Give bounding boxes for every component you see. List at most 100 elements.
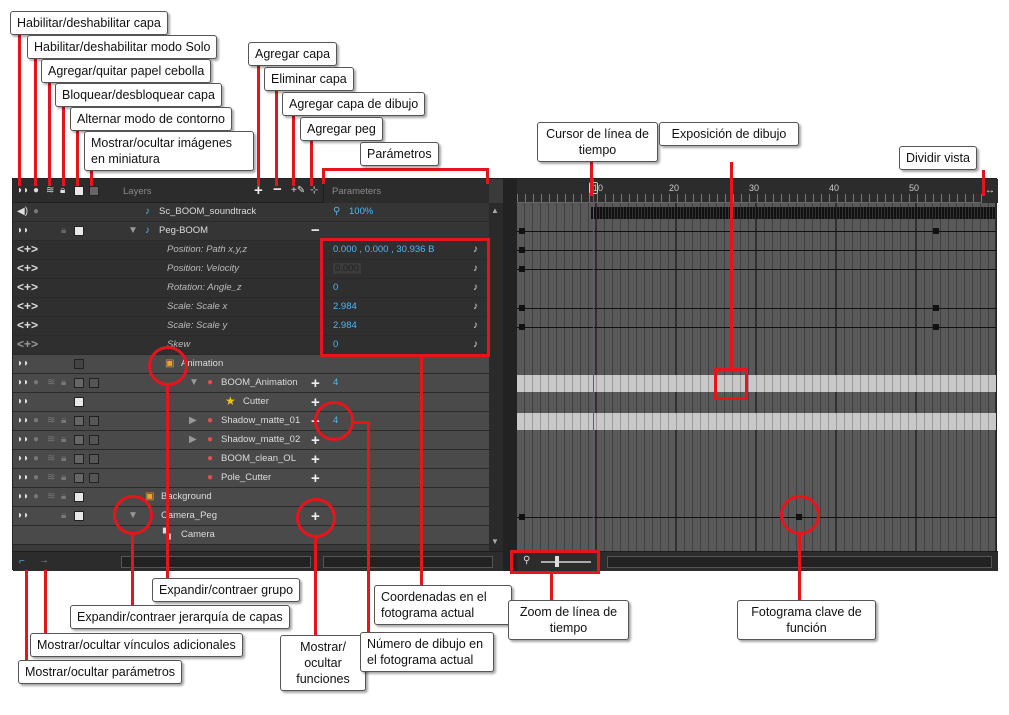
drawing-exposure-bar[interactable] [517,413,996,430]
enable-layer-toggle-icon[interactable]: ◗◗ [17,185,30,196]
layer-row-animation-group[interactable]: ◗◗ ▣ Animation [13,355,489,374]
lock-icon[interactable]: 🔒︎ [61,510,67,521]
lock-icon[interactable]: 🔒︎ [61,453,67,464]
outline-toggle[interactable] [74,511,84,521]
scroll-up-arrow[interactable]: ▲ [491,206,499,215]
zoom-slider-thumb[interactable] [555,556,559,567]
arrows-icon[interactable]: <+> [17,280,39,294]
param-row-rotation[interactable]: <+> Rotation: Angle_z 0 ♪ [13,279,489,298]
keyframe[interactable] [933,228,939,234]
keyframe[interactable] [519,247,525,253]
hide-functions-button[interactable]: − [311,222,320,239]
enable-icon[interactable]: ◗◗ [17,358,30,369]
layer-row-camera-peg[interactable]: ◗◗ 🔒︎ ▼ Camera_Peg + [13,507,489,526]
arrows-icon[interactable]: <+> [17,299,39,313]
layers-scrollbar[interactable]: ▲ ▼ [489,203,503,551]
onion-skin-icon[interactable]: ≋ [47,415,56,426]
param-row-skew[interactable]: <+> Skew 0 ♪ [13,336,489,355]
lock-icon[interactable]: 🔒︎ [61,434,67,445]
layer-row-boom-animation[interactable]: ◗◗ ● ≋ 🔒︎ ▼ ● BOOM_Animation + 4 [13,374,489,393]
solo-dot-icon[interactable]: ● [33,491,40,502]
thumbnail-toggle[interactable] [89,378,99,388]
keyframe[interactable] [519,514,525,520]
lock-icon[interactable]: 🔒︎ [61,415,67,426]
keyframe[interactable] [933,324,939,330]
thumbnail-toggle[interactable] [89,416,99,426]
expand-hierarchy-icon[interactable]: ▼ [128,225,138,236]
show-functions-button[interactable]: + [311,470,320,487]
onion-skin-icon[interactable]: ≋ [47,434,56,445]
keyframe[interactable] [519,266,525,272]
solo-dot-icon[interactable]: ● [33,434,40,445]
param-value[interactable]: 0 [333,339,339,350]
param-row-velocity[interactable]: <+> Position: Velocity 0.000 ♪ [13,260,489,279]
enable-icon[interactable]: ◗◗ [17,434,30,445]
lock-icon[interactable]: 🔒︎ [61,491,67,502]
lock-icon[interactable]: 🔒︎ [60,185,66,196]
param-value[interactable]: 2.984 [333,320,357,331]
extra-links-icon[interactable]: → [39,555,49,566]
layer-row-background[interactable]: ◗◗ ● ≋ 🔒︎ ▣ Background [13,488,489,507]
layer-row-soundtrack[interactable]: ◀) ● ♪ Sc_BOOM_soundtrack ⚲ 100% [13,203,489,222]
add-drawing-layer-button[interactable]: +✎ [291,185,306,196]
zoom-slider-track[interactable] [541,561,591,563]
show-params-icon[interactable]: ⌐ [19,556,25,567]
outline-toggle[interactable] [74,492,84,502]
split-view-button[interactable]: ↔ [982,179,998,203]
lock-icon[interactable]: 🔒︎ [61,377,67,388]
layer-row-pole-cutter[interactable]: ◗◗ ● ≋ 🔒︎ ● Pole_Cutter + [13,469,489,488]
thumbnail-toggle[interactable] [89,473,99,483]
function-curve-icon[interactable]: ♪ [473,301,478,312]
enable-icon[interactable]: ◗◗ [17,453,30,464]
add-layer-button[interactable]: + [254,182,263,199]
onion-skin-icon[interactable]: ≋ [46,185,55,196]
keyframe[interactable] [519,305,525,311]
thumbnail-toggle[interactable] [89,435,99,445]
onion-skin-icon[interactable]: ≋ [47,453,56,464]
timeline-cursor[interactable] [593,179,594,551]
enable-icon[interactable]: ◗◗ [17,377,30,388]
show-functions-button[interactable]: + [311,394,320,411]
show-functions-button[interactable]: + [311,375,320,392]
enable-icon[interactable]: ◗◗ [17,225,30,236]
param-value[interactable]: 2.984 [333,301,357,312]
param-value[interactable]: 0 [333,282,339,293]
outline-toggle[interactable] [74,378,84,388]
outline-toggle[interactable] [74,226,84,236]
solo-dot-icon[interactable]: ● [33,377,40,388]
enable-icon[interactable]: ◗◗ [17,472,30,483]
outline-toggle[interactable] [74,454,84,464]
function-curve-icon[interactable]: ♪ [473,244,478,255]
layer-row-shadow-matte-01[interactable]: ◗◗ ● ≋ 🔒︎ ▶ ● Shadow_matte_01 + 4 [13,412,489,431]
param-value[interactable]: 0.000 [333,263,361,274]
layer-row-shadow-matte-02[interactable]: ◗◗ ● ≋ 🔒︎ ▶ ● Shadow_matte_02 + [13,431,489,450]
onion-skin-icon[interactable]: ≋ [47,377,56,388]
arrows-icon[interactable]: <+> [17,337,39,351]
timeline-ruler[interactable]: 10 20 30 40 50 [517,179,982,203]
layer-row-cutter[interactable]: ◗◗ ★ Cutter + [13,393,489,412]
keyframe[interactable] [519,324,525,330]
expand-arrow-icon[interactable]: ▶ [189,415,197,426]
param-row-scale-x[interactable]: <+> Scale: Scale x 2.984 ♪ [13,298,489,317]
solo-dot-icon[interactable]: ● [33,472,40,483]
show-functions-button[interactable]: + [311,451,320,468]
outline-toggle[interactable] [74,397,84,407]
expand-arrow-icon[interactable]: ▼ [189,377,199,388]
solo-dot-icon[interactable]: ● [33,206,40,217]
enable-icon[interactable]: ◗◗ [17,396,30,407]
outline-mode-toggle[interactable] [74,186,84,196]
layer-row-peg-boom[interactable]: ◗◗ 🔒︎ ▼ ♪ Peg-BOOM − [13,222,489,241]
delete-layer-button[interactable]: − [273,181,282,198]
show-functions-button[interactable]: + [311,432,320,449]
solo-dot-icon[interactable]: ● [33,453,40,464]
arrows-icon[interactable]: <+> [17,261,39,275]
solo-mode-icon[interactable]: ● [33,185,40,196]
function-curve-icon[interactable]: ♪ [473,282,478,293]
function-curve-icon[interactable]: ♪ [473,339,478,350]
lock-icon[interactable]: 🔒︎ [61,225,67,236]
timeline-cursor-handle[interactable] [589,182,598,194]
param-value[interactable]: 0.000 , 0.000 , 30.936 B [333,244,435,255]
onion-skin-icon[interactable]: ≋ [47,491,56,502]
param-row-scale-y[interactable]: <+> Scale: Scale y 2.984 ♪ [13,317,489,336]
function-curve-icon[interactable]: ♪ [473,263,478,274]
